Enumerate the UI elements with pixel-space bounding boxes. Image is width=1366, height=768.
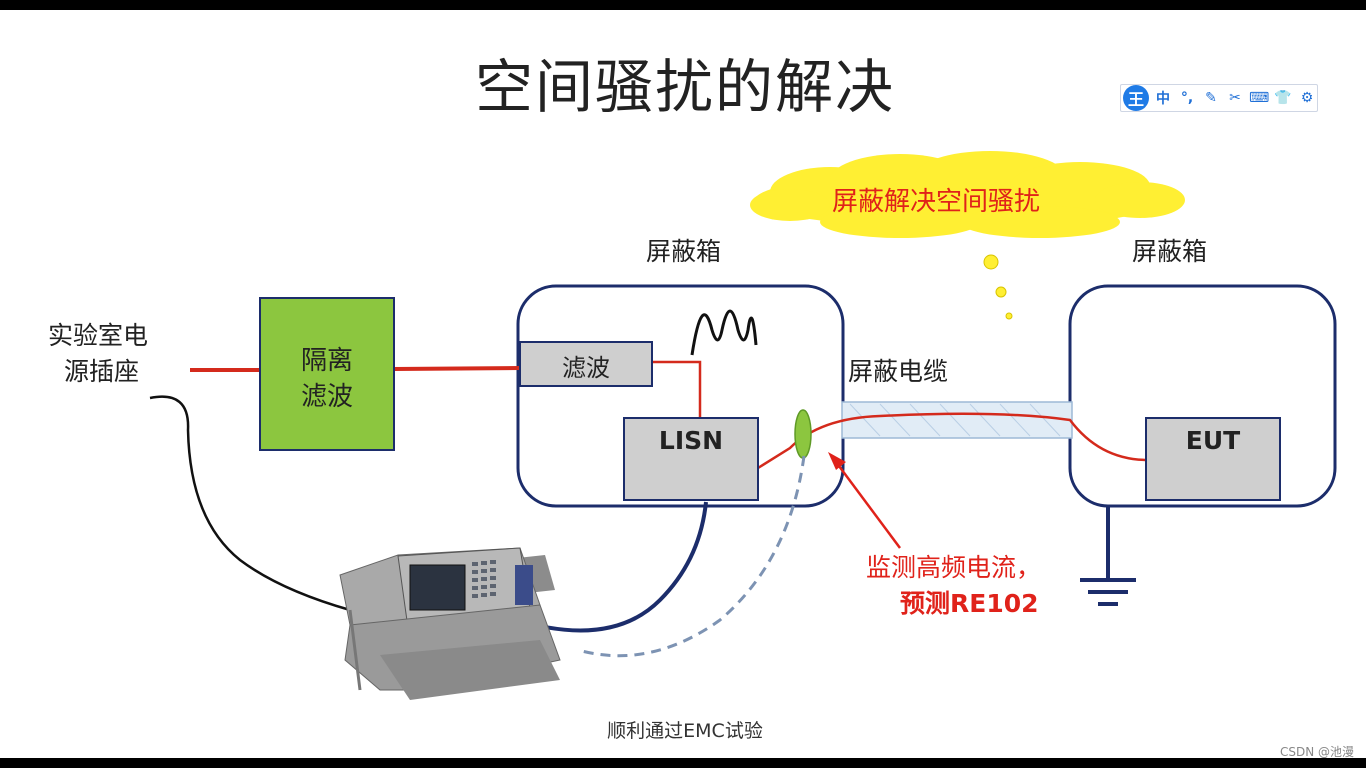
isolation-filter-label-line2: 滤波: [300, 382, 353, 412]
monitor-label-line1: 监测高频电流，: [866, 553, 1042, 582]
wire-filter-to-lisn: [652, 360, 702, 420]
filter-box: [519, 341, 653, 387]
lisn-to-analyzer-cable: [509, 501, 708, 633]
monitor-label-line2: 预测RE102: [900, 589, 1039, 618]
footer-caption: 顺利通过EMC试验: [607, 720, 763, 742]
isolation-filter-box: [259, 297, 395, 451]
shield-box-right-label: 屏蔽箱: [1132, 237, 1208, 266]
thought-cloud: [750, 151, 1185, 320]
eut-label: EUT: [1185, 426, 1241, 455]
bottom-black-bar: [0, 758, 1366, 768]
ime-toolbar[interactable]: 王 中 °, ✎ ✂ ⌨ 👕 ⚙: [1120, 84, 1318, 112]
lisn-box: [623, 417, 759, 501]
ime-chinese-mode[interactable]: 中: [1156, 91, 1170, 107]
slide-title: 空间骚扰的解决: [474, 53, 895, 121]
ground-symbol: [1080, 506, 1136, 606]
probe-to-analyzer-cable: [577, 455, 806, 658]
noise-waveform: [690, 309, 758, 356]
top-black-bar: [0, 0, 1366, 10]
analyzer-power-cord: [149, 395, 351, 612]
probe-arrow: [828, 452, 902, 549]
ime-logo-icon[interactable]: 王: [1123, 85, 1149, 111]
lisn-label: LISN: [658, 426, 724, 455]
power-socket-label-line2: 源插座: [64, 357, 140, 386]
keyboard-icon[interactable]: ⌨: [1249, 90, 1270, 106]
gear-icon[interactable]: ⚙: [1300, 90, 1314, 106]
isolation-filter-label-line1: 隔离: [300, 346, 353, 376]
current-probe: [794, 409, 812, 459]
shield-box-left-label: 屏蔽箱: [646, 237, 722, 266]
watermark: CSDN @池漫: [1279, 745, 1354, 759]
wire-lisn-to-eut: [757, 412, 1149, 470]
filter-label: 滤波: [562, 354, 610, 382]
punctuation-icon[interactable]: °,: [1180, 90, 1194, 106]
spectrum-analyzer: [339, 547, 561, 700]
shielded-cable-label: 屏蔽电缆: [848, 357, 949, 386]
power-socket-label-line1: 实验室电: [48, 321, 149, 350]
skin-icon[interactable]: 👕: [1274, 90, 1292, 106]
eut-box: [1145, 417, 1281, 501]
pen-icon[interactable]: ✎: [1205, 90, 1217, 106]
cloud-text: 屏蔽解决空间骚扰: [832, 187, 1041, 217]
wire-isolation-to-filter: [393, 366, 521, 371]
scissors-icon[interactable]: ✂: [1229, 90, 1241, 106]
